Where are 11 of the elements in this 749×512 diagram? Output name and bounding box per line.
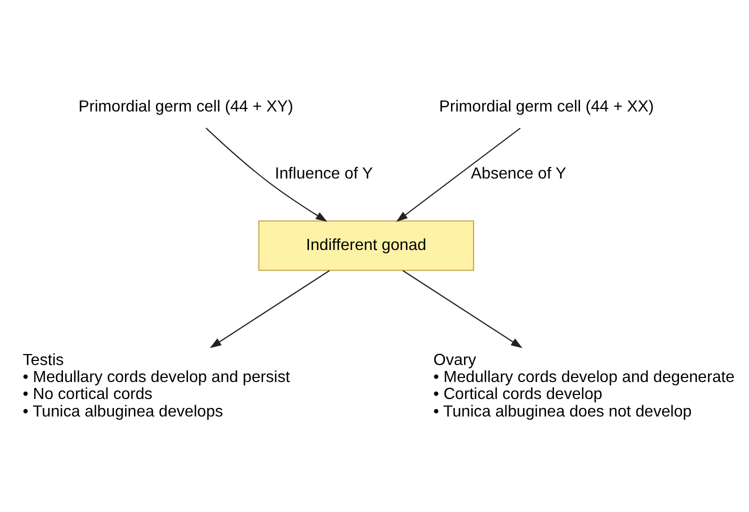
node-text: Primordial germ cell (44 + XX) [439,98,654,116]
edge-label: Influence of Y [274,164,373,183]
arrow [402,270,522,348]
arrow [210,270,330,348]
node-text: Primordial germ cell (44 + XY) [78,98,294,116]
node-text: Ovary • Medullary cords develop and degenerate • Cortical cords develop • Tunica albuginea does not develop [433,350,735,420]
edge-label: Absence of Y [470,164,566,183]
arrow [206,128,328,222]
arrow [396,128,521,222]
node-box: Indifferent gonad [258,220,474,271]
node-text: Testis • Medullary cords develop and persist • No cortical cords • Tunica albuginea develops [22,350,290,420]
